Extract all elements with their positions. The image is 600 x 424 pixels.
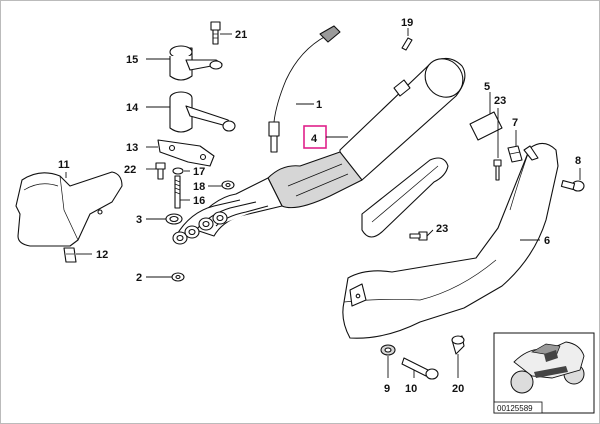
part-4-front-silencer[interactable]	[172, 51, 471, 245]
part-13-plate[interactable]	[157, 139, 215, 167]
callout-9[interactable]: 9	[384, 383, 390, 395]
part-11-heat-shield[interactable]	[15, 171, 123, 247]
part-14-bracket[interactable]	[169, 91, 236, 133]
callout-16[interactable]: 16	[193, 195, 205, 207]
callout-10[interactable]: 10	[405, 383, 417, 395]
part-1-oxygen-sensor[interactable]	[268, 25, 341, 153]
part-3-gasket[interactable]	[165, 213, 183, 225]
callout-20[interactable]: 20	[452, 383, 464, 395]
part-2-nut[interactable]	[171, 272, 185, 282]
part-7-clip-nut[interactable]	[507, 145, 523, 163]
callout-3[interactable]: 3	[136, 214, 142, 226]
callout-23-lower[interactable]: 23	[436, 223, 448, 235]
callout-19[interactable]: 19	[401, 17, 413, 29]
part-16-stud[interactable]	[174, 175, 181, 209]
callout-18[interactable]: 18	[193, 181, 205, 193]
callout-5[interactable]: 5	[484, 81, 490, 93]
callout-2[interactable]: 2	[136, 272, 142, 284]
callout-8[interactable]: 8	[575, 155, 581, 167]
part-23-bolt-upper[interactable]	[493, 159, 502, 181]
callout-15[interactable]: 15	[126, 54, 138, 66]
part-17-washer[interactable]	[172, 167, 184, 175]
callout-4[interactable]: 4	[311, 133, 318, 145]
part-21-bolt[interactable]	[210, 21, 221, 45]
callout-7[interactable]: 7	[512, 117, 518, 129]
part-5-end-cap[interactable]	[469, 111, 503, 141]
inset-thumbnail: 00125589	[493, 332, 595, 414]
callout-23-upper[interactable]: 23	[494, 95, 506, 107]
callout-12[interactable]: 12	[96, 249, 108, 261]
callout-14[interactable]: 14	[126, 102, 139, 114]
callout-21[interactable]: 21	[235, 29, 247, 41]
callout-1[interactable]: 1	[316, 99, 322, 111]
part-22-bolt[interactable]	[155, 162, 166, 180]
callout-13[interactable]: 13	[126, 142, 138, 154]
callout-11[interactable]: 11	[58, 159, 70, 171]
callout-6[interactable]: 6	[544, 235, 550, 247]
part-19-pin[interactable]	[401, 37, 413, 51]
part-12-clip[interactable]	[63, 247, 77, 263]
inset-reference-number: 00125589	[497, 404, 533, 413]
part-15-bracket[interactable]	[169, 45, 223, 81]
part-10-bolt[interactable]	[401, 357, 439, 380]
callout-17[interactable]: 17	[193, 166, 205, 178]
part-18-nut[interactable]	[221, 180, 235, 190]
part-9-washer[interactable]	[380, 344, 396, 356]
motorcycle-silhouette-icon	[510, 341, 585, 394]
callout-22[interactable]: 22	[124, 164, 136, 176]
part-6-rear-silencer[interactable]	[342, 142, 559, 339]
part-20-grommet[interactable]	[451, 335, 465, 355]
part-8-bolt[interactable]	[560, 179, 585, 192]
